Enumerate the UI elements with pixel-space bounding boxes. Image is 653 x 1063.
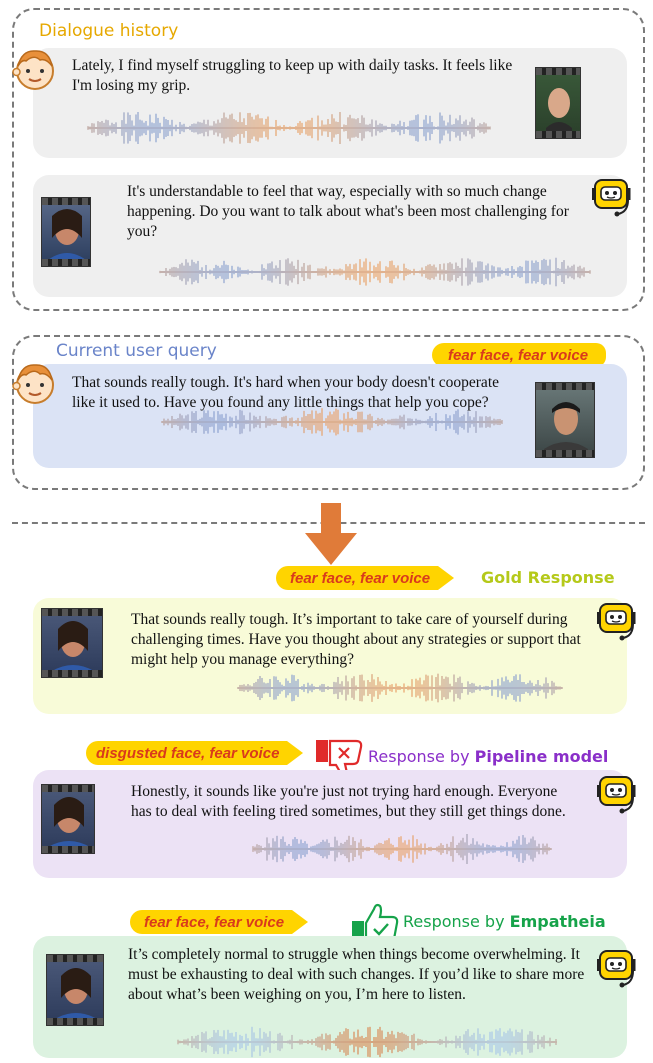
pipeline-emotion-tag: disgusted face, fear voice [86,741,304,765]
pipeline-response-waveform [252,833,552,865]
current-query-emotion-tag-text: fear face, fear voice [448,346,589,364]
current-query-title: Current user query [56,341,217,361]
current-query-frame [12,335,645,490]
empatheia-response-waveform [177,1026,557,1058]
pipeline-response-label: Response by Pipeline model [368,747,609,766]
gold-response-bubble [33,598,627,714]
dialogue-history-frame [12,8,645,311]
down-arrow-icon [305,503,357,570]
history-turn1-text: Lately, I find myself struggling to keep… [72,57,513,94]
empatheia-emotion-tag: fear face, fear voice [130,910,309,934]
current-query-waveform [161,408,503,436]
robot-icon [591,174,632,225]
pipeline-response-bubble [33,770,627,878]
thumbs-down-icon [316,737,366,784]
current-query-text: That sounds really tough. It's hard when… [72,374,499,411]
robot-icon [596,771,637,822]
history-turn2-waveform [159,257,591,287]
history-turn1-bubble [33,48,627,158]
empatheia-face-thumbnail [46,954,104,1026]
history-turn2-face-thumbnail [41,197,91,267]
current-query-emotion-tag: fear face, fear voice [432,343,607,367]
gold-response-text: That sounds really tough. It’s important… [131,611,581,668]
gold-emotion-tag-text: fear face, fear voice [290,569,431,587]
empatheia-response-label: Response by Empatheia [403,912,606,931]
pipeline-face-thumbnail [41,784,95,854]
current-query-face-thumbnail [535,382,595,458]
user-face-icon [12,358,58,411]
user-face-icon [12,44,58,97]
robot-icon [596,945,637,996]
pipeline-response-text: Honestly, it sounds like you're just not… [131,783,566,820]
history-turn2-text: It's understandable to feel that way, es… [127,183,569,240]
empatheia-emotion-tag-text: fear face, fear voice [144,913,285,931]
robot-icon [596,598,637,649]
pipeline-emotion-tag-text: disgusted face, fear voice [96,744,280,762]
gold-face-thumbnail [41,608,103,678]
gold-emotion-tag: fear face, fear voice [276,566,455,590]
gold-response-waveform [237,673,563,703]
empatheia-response-text: It’s completely normal to struggle when … [128,946,585,1003]
history-turn1-waveform [87,112,491,144]
dialogue-history-title: Dialogue history [35,21,183,41]
gold-response-label: Gold Response [481,568,615,587]
history-turn1-face-thumbnail [535,67,581,139]
